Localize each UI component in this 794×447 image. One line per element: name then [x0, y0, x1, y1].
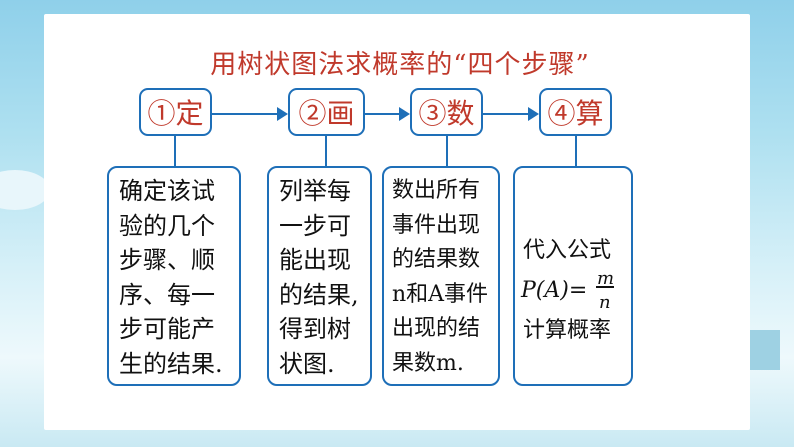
page-title: 用树状图法求概率的“四个步骤” — [210, 50, 590, 80]
box-define-line: 确定该试 — [119, 177, 215, 205]
box-count-line: n和A事件 — [392, 281, 489, 307]
arrow-1-2 — [277, 107, 288, 121]
fraction-denominator: n — [599, 292, 611, 313]
formula-intro: 代入公式 — [523, 238, 612, 263]
vline-2 — [325, 136, 327, 166]
step-2-draw: ②画 — [288, 88, 365, 136]
box-draw-line: 能出现 — [279, 246, 351, 274]
connector-2-3 — [365, 113, 400, 115]
fraction-bar — [596, 286, 614, 288]
box-define-line: 验的几个 — [119, 211, 215, 240]
box-count-line: 果数m. — [392, 350, 464, 376]
box-define-line: 步可能产 — [119, 315, 215, 343]
box-draw-line: 列举每 — [279, 177, 351, 205]
connector-3-4 — [483, 113, 529, 115]
formula-lhs: P(A)= — [521, 278, 588, 303]
vline-3 — [446, 136, 448, 166]
arrow-3-4 — [528, 107, 539, 121]
fraction-numerator: m — [597, 268, 615, 289]
formula-outro: 计算概率 — [523, 318, 612, 343]
box-define: 确定该试 验的几个 步骤、顺 序、每一 步可能产 生的结果. — [107, 166, 241, 386]
box-define-line: 步骤、顺 — [119, 246, 215, 274]
arrow-2-3 — [399, 107, 410, 121]
box-count: 数出所有 事件出现 的结果数 n和A事件 出现的结 果数m. — [382, 166, 500, 386]
box-draw-line: 的结果, — [279, 280, 359, 309]
cloud-left — [0, 170, 50, 210]
box-define-line: 生的结果. — [119, 349, 223, 378]
box-draw: 列举每 一步可 能出现 的结果, 得到树 状图. — [267, 166, 372, 386]
step-1-define: ①定 — [139, 88, 212, 136]
vline-4 — [575, 136, 577, 166]
box-draw-line: 状图. — [279, 349, 335, 378]
box-draw-line: 得到树 — [279, 315, 351, 343]
box-calculate: 代入公式 P(A)= m n 计算概率 — [513, 166, 633, 386]
vline-1 — [174, 136, 176, 166]
box-define-line: 序、每一 — [119, 280, 215, 309]
step-4-calculate: ④算 — [539, 88, 612, 136]
box-count-line: 的结果数 — [392, 247, 481, 272]
box-count-line: 数出所有 — [392, 178, 481, 203]
box-draw-line: 一步可 — [279, 211, 351, 240]
step-3-count: ③数 — [410, 88, 483, 136]
connector-1-2 — [212, 113, 278, 115]
box-count-line: 出现的结 — [392, 316, 481, 341]
box-count-line: 事件出现 — [392, 212, 481, 238]
